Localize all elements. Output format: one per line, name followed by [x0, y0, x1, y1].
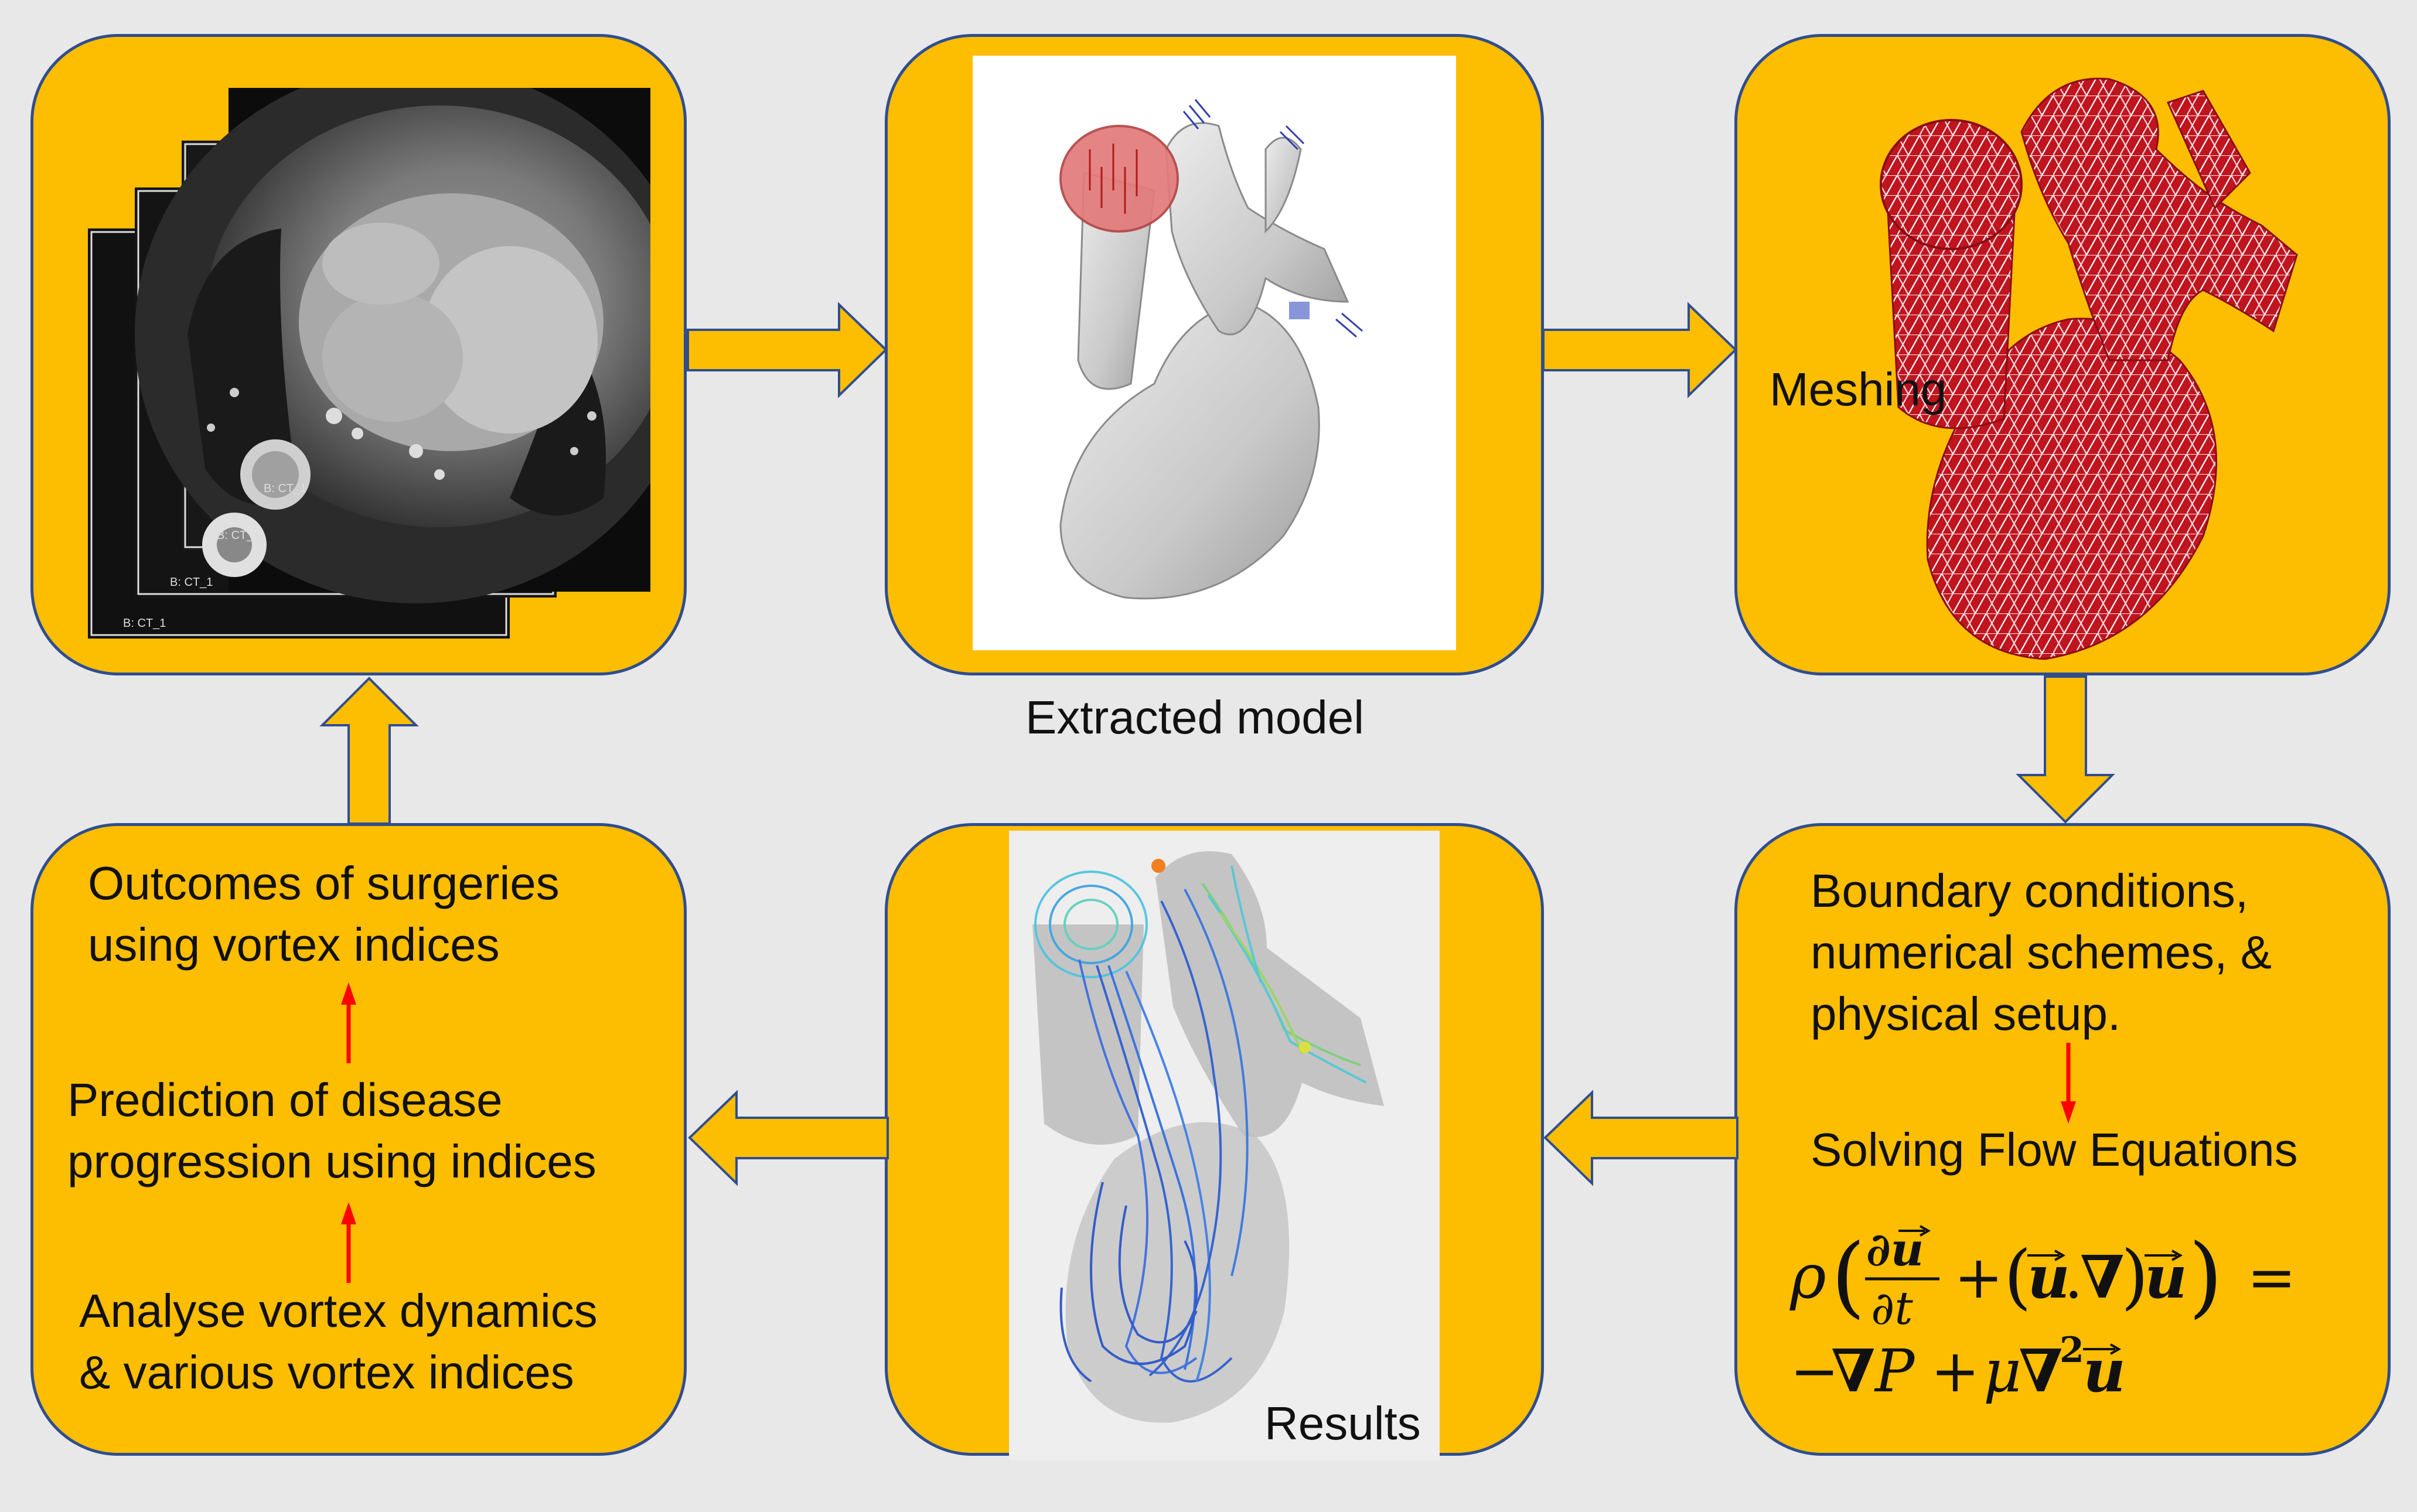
ct-slice-label-3: B: CT_1 [217, 529, 260, 542]
svg-text:): ) [2121, 1236, 2149, 1318]
svg-text:∇: ∇ [2080, 1243, 2124, 1312]
svg-text:+: + [1954, 1243, 2003, 1312]
meshed-heart-image [1875, 56, 2344, 677]
outcomes-red-arrow-upper [340, 981, 357, 1063]
cfd-setup-line-1: Boundary conditions, [1811, 865, 2249, 917]
svg-text:(: ( [2004, 1236, 2031, 1318]
arrow-outcomes-to-ct [319, 675, 419, 825]
solving-flow-equations: Solving Flow Equations [1811, 1124, 2298, 1176]
svg-text:u: u [2027, 1243, 2070, 1312]
svg-text:(: ( [1831, 1226, 1866, 1327]
cfd-setup-line-2: numerical schemes, & [1811, 926, 2272, 978]
arrow-cfd-to-results [1542, 1090, 1738, 1186]
svg-text:∇: ∇ [2019, 1336, 2063, 1405]
svg-text:−: − [1790, 1337, 1839, 1405]
arrow-meshing-to-cfd [2016, 675, 2115, 825]
ct-slice-label-4: B: CT_1 [264, 482, 306, 495]
svg-text:2: 2 [2060, 1330, 2084, 1371]
cfd-setup-box [1734, 823, 2391, 1456]
cfd-red-arrow [2060, 1043, 2077, 1125]
svg-text:∇: ∇ [1831, 1336, 1875, 1405]
arrow-results-to-outcomes [687, 1090, 889, 1186]
outcomes-line-1: Outcomes of surgeries [88, 857, 560, 909]
svg-text:+: + [1931, 1337, 1980, 1405]
eq-mu: μ [1983, 1337, 2021, 1405]
meshing-label: Meshing [1770, 363, 1947, 415]
svg-text:.: . [2064, 1243, 2083, 1312]
ct-scan-stack: B: CT_1 B: CT_1 B: CT_1 B: CT_1 [88, 88, 650, 639]
analyse-line-1: Analyse vortex dynamics [79, 1285, 598, 1337]
outcomes-box [30, 823, 687, 1456]
svg-text:=: = [2247, 1243, 2296, 1312]
navier-stokes-equation: ρ ( ∂u ∂t + ( u . ∇ ) u ) = − ∇ P + μ ∇ … [1784, 1204, 2370, 1421]
extracted-model-label: Extracted model [1025, 691, 1365, 743]
svg-text:u: u [2083, 1336, 2126, 1405]
prediction-line-2: progression using indices [67, 1135, 596, 1187]
outcomes-red-arrow-lower [340, 1201, 357, 1283]
ct-slice-label-1: B: CT_1 [123, 617, 166, 630]
extracted-model-image [973, 56, 1456, 650]
cfd-setup-line-3: physical setup. [1811, 988, 2121, 1040]
ct-slice-label-2: B: CT_1 [170, 576, 213, 589]
analyse-line-2: & various vortex indices [79, 1346, 574, 1398]
svg-text:u: u [2145, 1243, 2187, 1312]
prediction-line-1: Prediction of disease [67, 1074, 503, 1126]
outcomes-line-2: using vortex indices [88, 919, 500, 971]
results-label: Results [1264, 1397, 1421, 1449]
eq-rho: ρ [1789, 1241, 1826, 1312]
results-streamlines-image [1009, 831, 1440, 1460]
eq-pressure: P [1874, 1337, 1915, 1405]
svg-text:∂t: ∂t [1871, 1282, 1913, 1335]
arrow-ct-to-model [687, 302, 889, 398]
svg-text:): ) [2188, 1226, 2223, 1327]
svg-text:∂u: ∂u [1866, 1223, 1924, 1277]
arrow-model-to-meshing [1542, 302, 1738, 398]
